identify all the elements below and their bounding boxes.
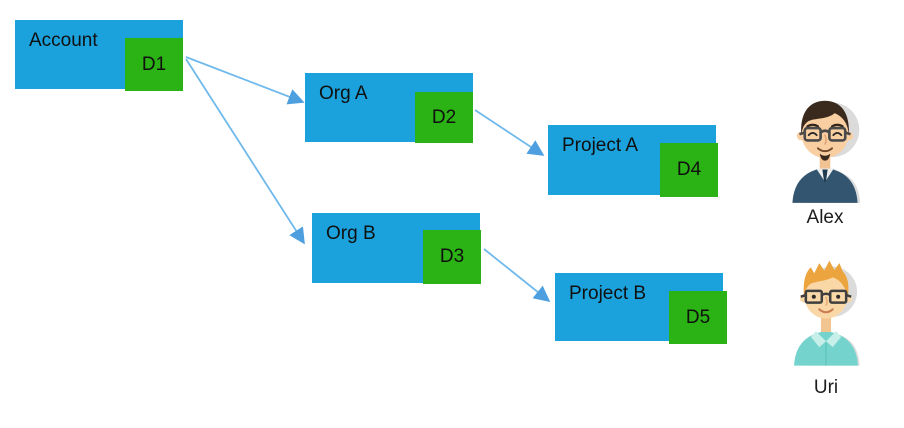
user-name-uri: Uri bbox=[813, 377, 839, 398]
user-uri: Uri bbox=[783, 249, 869, 399]
node-org-b: Org B D3 bbox=[312, 213, 481, 284]
node-label-account: Account bbox=[29, 30, 98, 51]
badge-d2: D2 bbox=[415, 92, 473, 143]
node-label-org-a: Org A bbox=[319, 83, 368, 104]
node-account: Account D1 bbox=[15, 20, 183, 91]
badge-d3: D3 bbox=[423, 230, 481, 284]
user-name-alex: Alex bbox=[806, 207, 844, 228]
edge-d1-to-org-a bbox=[185, 56, 305, 105]
node-project-b: Project B D5 bbox=[555, 273, 727, 344]
node-label-project-a: Project A bbox=[562, 135, 639, 156]
badge-d5: D5 bbox=[669, 291, 727, 344]
node-project-a: Project A D4 bbox=[548, 125, 718, 197]
badge-d1: D1 bbox=[125, 38, 183, 91]
node-label-project-b: Project B bbox=[569, 283, 647, 304]
badge-d4: D4 bbox=[660, 143, 718, 197]
user-alex: Alex bbox=[780, 91, 870, 229]
alex-avatar-icon bbox=[792, 100, 861, 203]
edge-d2-to-project-a bbox=[474, 109, 545, 156]
edge-d3-to-project-b bbox=[483, 248, 551, 303]
node-label-org-b: Org B bbox=[326, 223, 376, 244]
node-org-a: Org A D2 bbox=[305, 73, 473, 143]
uri-avatar-icon bbox=[794, 260, 860, 366]
edge-d1-to-org-b bbox=[185, 58, 305, 245]
